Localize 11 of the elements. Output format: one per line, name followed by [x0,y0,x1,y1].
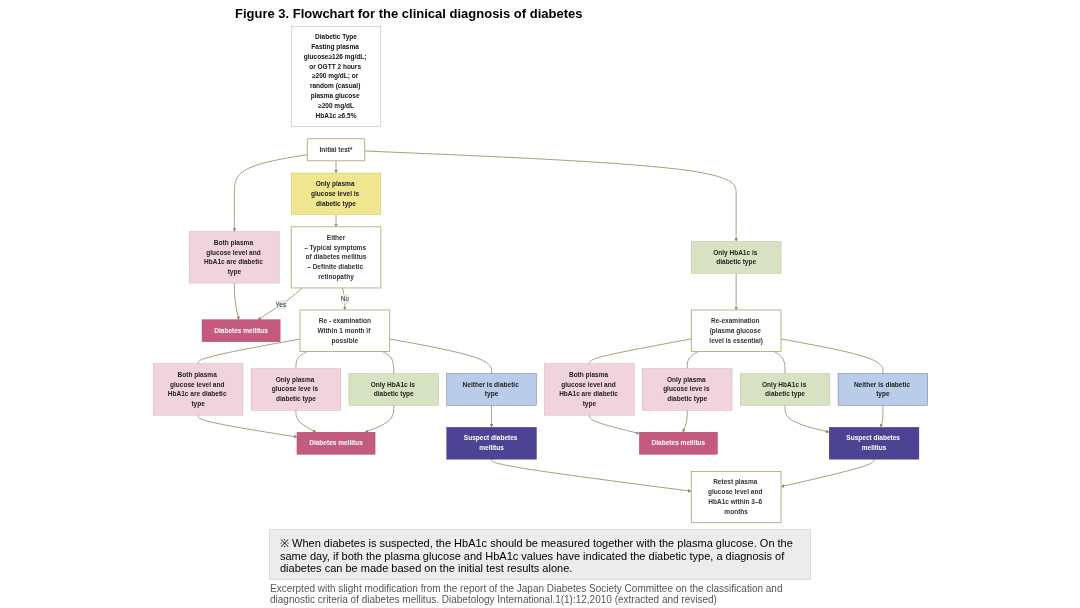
source-caption: Excerpted with slight modification from the report of the Japan Diabetes Society Committee on the classification and diagnostic criteria of diabetes mellitus. Diabetology International.1(1):12,2010 (extracted and revised) [270,583,784,605]
connector [780,338,883,374]
connector [388,338,492,374]
connector [773,351,785,374]
connector [197,338,300,365]
connector [381,351,394,374]
connector [588,338,692,365]
footnote-text: ※ When diabetes is suspected, the HbA1c should be measured together with the plasma glucose. On the same day, if both the plasma glucose and HbA1c values have indicated the diabetic type, a diagnosis of diabetes can be made based on the initial test results alone. [269,529,811,580]
connector [686,351,699,370]
connector [295,351,307,370]
figure-title: Figure 3. Flowchart for the clinical diagnosis of diabetes [235,6,583,21]
